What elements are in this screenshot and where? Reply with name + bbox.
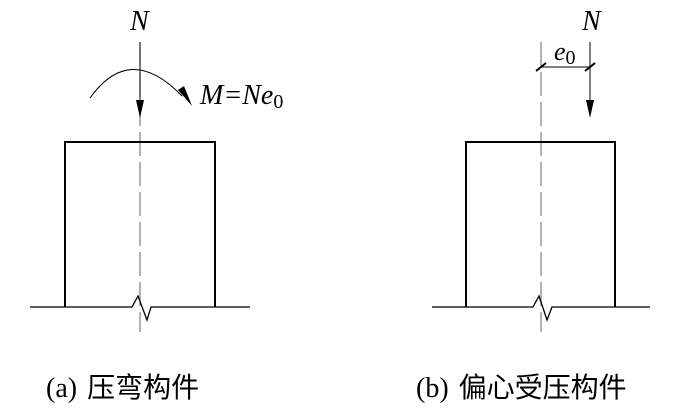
base-line-b	[432, 294, 650, 322]
panel-a: N M=Ne0	[30, 6, 283, 332]
base-line-a	[30, 294, 250, 323]
dimension-tick-left-b	[535, 62, 547, 72]
force-label-b: N	[581, 6, 602, 37]
axial-force-arrowhead-a	[136, 100, 144, 118]
moment-arrowhead-a	[178, 86, 192, 106]
eccentricity-label-b: e0	[554, 37, 576, 69]
caption-tag-b: (b)	[416, 373, 449, 404]
force-label-a: N	[129, 6, 150, 37]
column-outline-a	[64, 141, 216, 307]
moment-label-a: M=Ne0	[199, 80, 283, 113]
caption-b: (b) 偏心受压构件	[416, 366, 627, 406]
caption-a: (a) 压弯构件	[46, 366, 199, 406]
dimension-tick-right-b	[584, 62, 596, 72]
caption-tag-a: (a)	[46, 373, 78, 404]
column-outline-b	[465, 141, 616, 307]
panel-b: N e0	[432, 6, 650, 332]
caption-text-a: 压弯构件	[87, 371, 200, 404]
axial-force-arrowhead-b	[586, 100, 594, 118]
caption-text-b: 偏心受压构件	[458, 371, 627, 404]
moment-arc-a	[89, 69, 183, 99]
